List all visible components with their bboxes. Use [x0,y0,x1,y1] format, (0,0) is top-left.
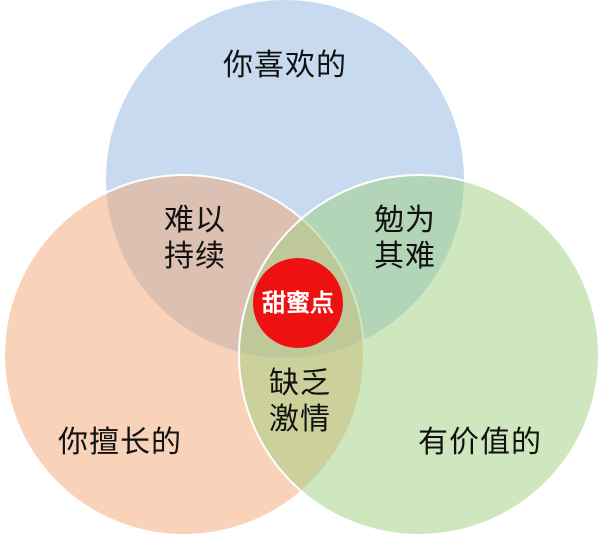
overlap-label-left-right: 缺乏 激情 [245,366,355,438]
overlap-top-right-line2: 其难 [374,239,436,274]
overlap-label-top-right: 勉为 其难 [350,203,460,275]
label-likes: 你喜欢的 [223,48,347,83]
label-good-at: 你擅长的 [58,425,182,460]
overlap-left-right-line1: 缺乏 [269,366,331,401]
sweet-spot-circle [253,258,343,348]
sweet-spot-label: 甜蜜点 [262,289,334,317]
label-valuable: 有价值的 [418,425,542,460]
circle-valuable [238,174,600,536]
overlap-left-right-line2: 激情 [269,402,331,437]
watermark: 知乎 @兰天 [506,509,586,527]
overlap-top-left-line1: 难以 [164,203,226,238]
overlap-top-left-line2: 持续 [164,239,226,274]
overlap-top-right-line1: 勉为 [374,203,436,238]
overlap-label-top-left: 难以 持续 [140,203,250,275]
